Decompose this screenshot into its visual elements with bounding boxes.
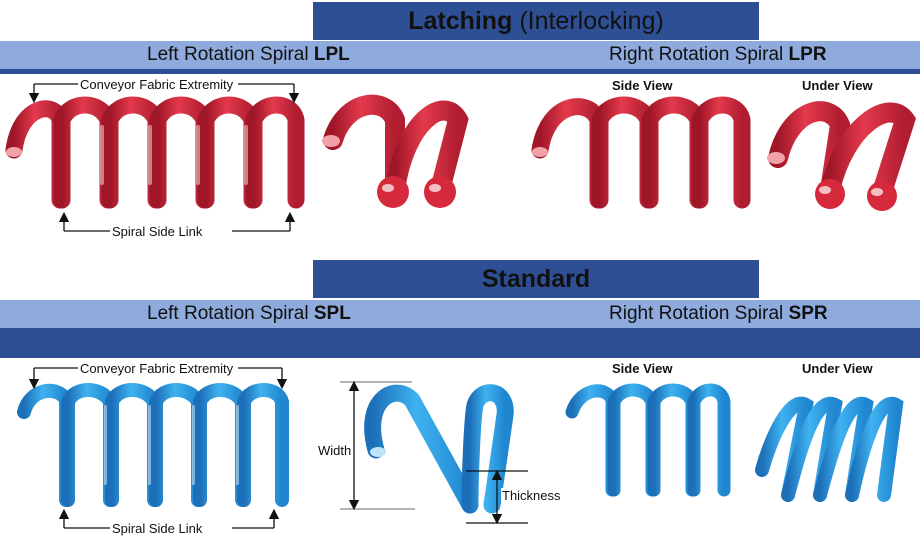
latching-title-bold: Latching (408, 7, 513, 35)
lpr-spiral-under-view (768, 101, 917, 202)
spr-spiral-side-view (565, 383, 731, 497)
latching-subheader-underline (0, 69, 920, 74)
standard-title-band: Standard (313, 260, 759, 298)
spl-fabric-extremity-label: Conveyor Fabric Extremity (79, 361, 235, 376)
lpr-under-view-label: Under View (802, 78, 873, 93)
standard-left-title: Left Rotation Spiral SPL (147, 300, 351, 328)
lpl-fabric-extremity-label: Conveyor Fabric Extremity (79, 77, 235, 92)
lpl-spiral-front-view (5, 96, 305, 209)
latching-left-label: Left Rotation Spiral (147, 44, 309, 65)
lpr-side-view-label: Side View (612, 78, 673, 93)
lpl-side-link-bracket (58, 211, 296, 232)
latching-left-code: LPL (313, 44, 350, 65)
latching-left-title: Left Rotation Spiral LPL (147, 41, 350, 69)
spl-side-link-label: Spiral Side Link (111, 521, 204, 536)
spl-spiral-front-view (17, 383, 289, 507)
spl-width-label: Width (317, 443, 353, 458)
spr-side-view-label: Side View (612, 361, 673, 376)
spr-spiral-under-view (755, 396, 904, 502)
standard-subheader-band (0, 300, 920, 328)
standard-right-title: Right Rotation Spiral SPR (609, 300, 828, 328)
latching-title-band: Latching (Interlocking) (313, 2, 759, 40)
latching-title-rest: (Interlocking) (519, 7, 664, 35)
lpl-extremity-bracket (28, 83, 300, 104)
lpl-side-link-label: Spiral Side Link (111, 224, 204, 239)
spl-spiral-end-view (364, 384, 514, 514)
spl-thickness-label: Thickness (501, 488, 562, 503)
spr-under-view-label: Under View (802, 361, 873, 376)
spl-thickness-dimension (466, 469, 528, 525)
latching-right-code: LPR (788, 44, 827, 65)
latching-right-label: Right Rotation Spiral (609, 44, 784, 65)
standard-left-code: SPL (313, 303, 351, 324)
spl-side-link-bracket (58, 508, 280, 529)
latching-subheader-band (0, 41, 920, 69)
standard-right-code: SPR (788, 303, 828, 324)
standard-title: Standard (481, 265, 591, 293)
standard-left-label: Left Rotation Spiral (147, 303, 309, 324)
lpr-spiral-side-view (531, 96, 751, 209)
standard-right-label: Right Rotation Spiral (609, 303, 784, 324)
spl-extremity-bracket (28, 367, 288, 390)
lpl-spiral-end-view (323, 94, 469, 200)
latching-right-title: Right Rotation Spiral LPR (609, 41, 827, 69)
spl-width-dimension (340, 380, 415, 511)
standard-subheader-dark-band (0, 328, 920, 358)
